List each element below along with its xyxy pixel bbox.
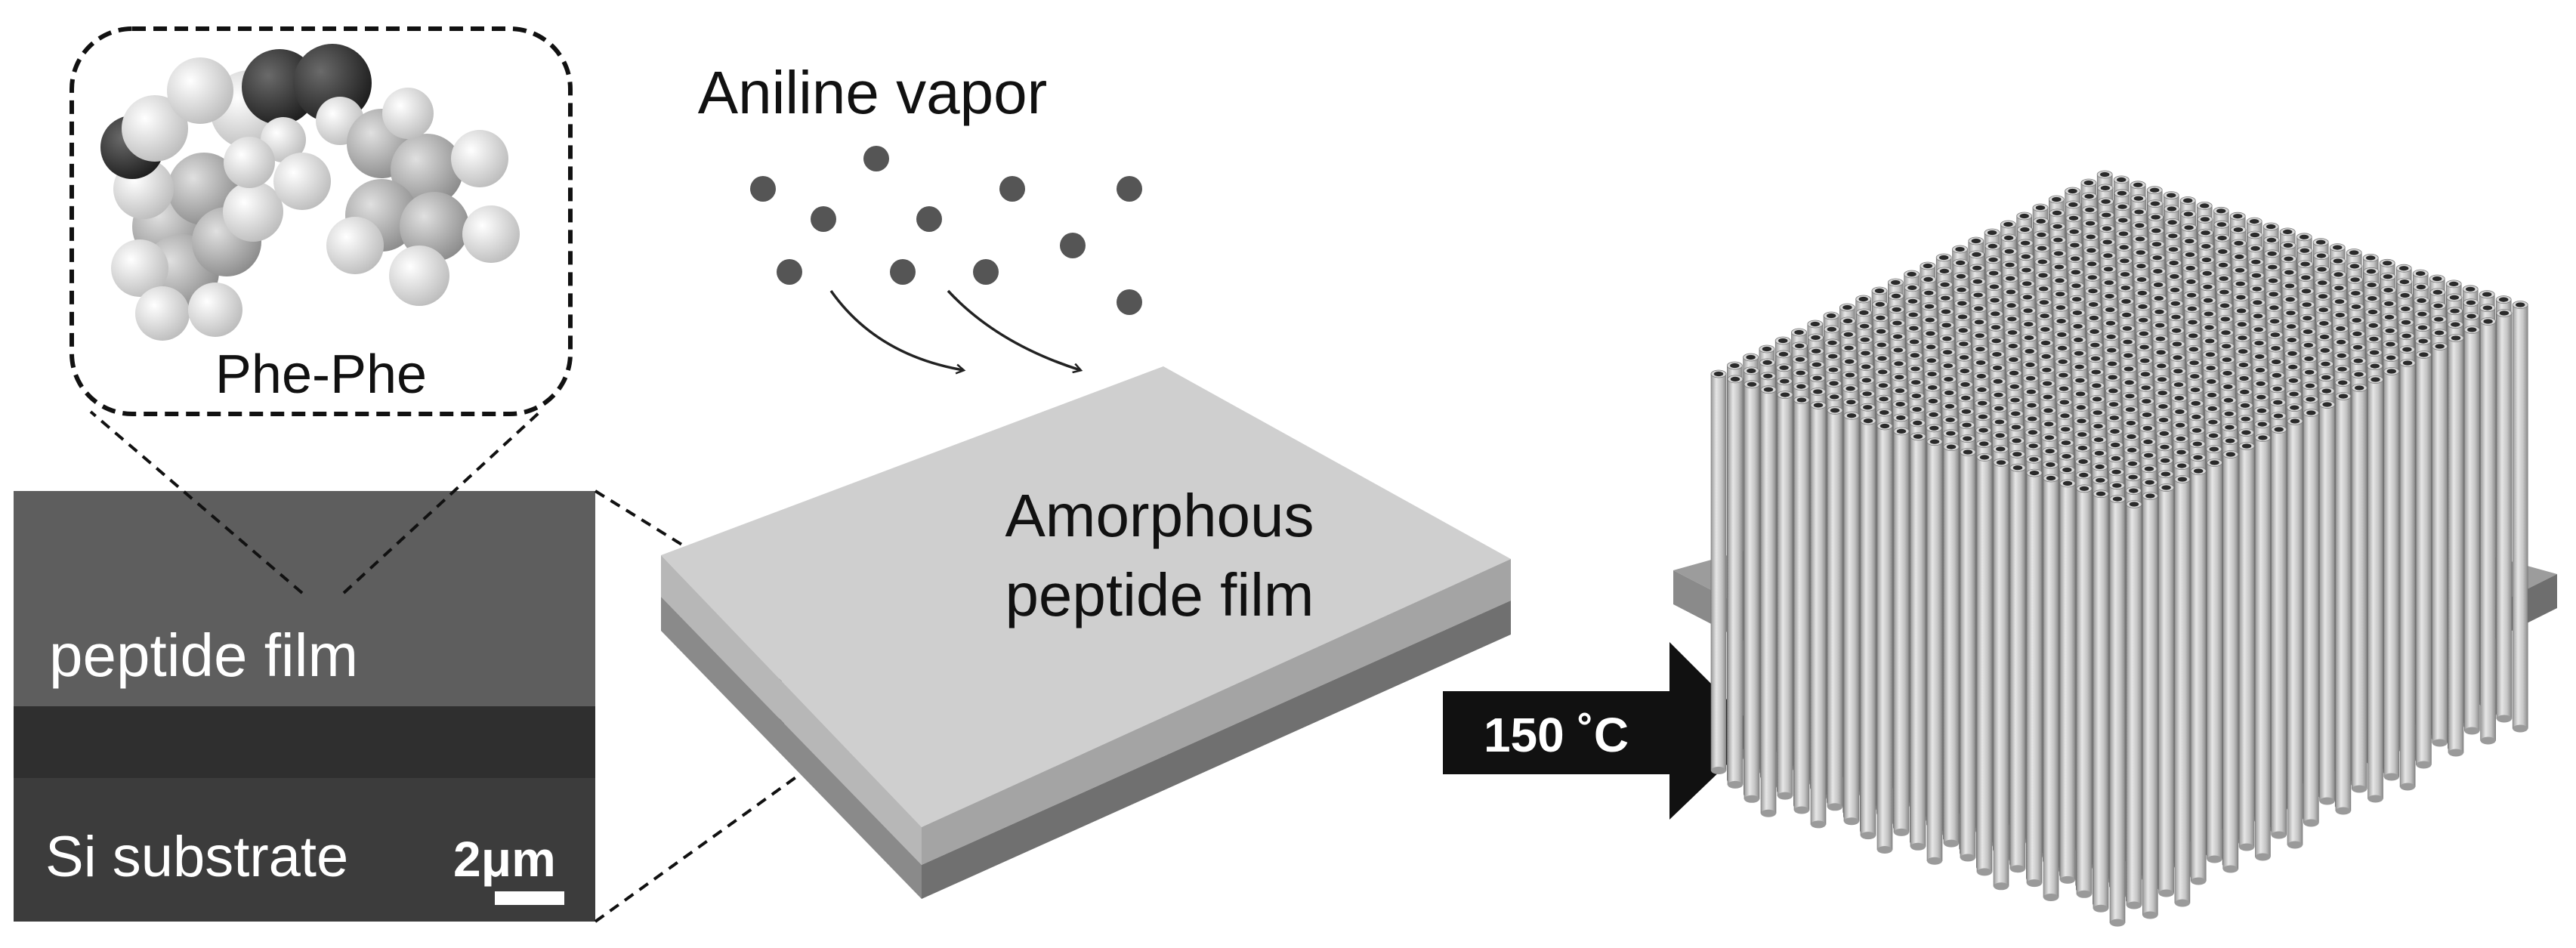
nanotube bbox=[1827, 406, 1843, 811]
nanotube bbox=[2207, 459, 2222, 863]
sem-interface bbox=[14, 706, 595, 778]
nanotube-array bbox=[1673, 170, 2557, 927]
nanotube bbox=[2335, 392, 2352, 815]
substrate-left-side bbox=[661, 597, 922, 899]
nanotube bbox=[2126, 500, 2142, 909]
film-right-side bbox=[922, 559, 1511, 865]
sem-film-label: peptide film bbox=[49, 622, 358, 689]
nanotube bbox=[2109, 495, 2126, 927]
nanotube bbox=[2463, 326, 2480, 735]
process-arrow-label: 150 ˚C bbox=[1484, 708, 1629, 762]
nanotube bbox=[2026, 468, 2043, 888]
nanotube bbox=[2009, 463, 2026, 873]
nanotube bbox=[1960, 448, 1976, 862]
nanotube bbox=[1893, 427, 1910, 836]
nanotube bbox=[2399, 359, 2416, 791]
nanotube bbox=[1810, 401, 1827, 829]
nanotube bbox=[2059, 479, 2076, 884]
nanotube bbox=[2222, 450, 2239, 873]
nanotube bbox=[1943, 443, 1960, 848]
nanotube bbox=[1710, 369, 1727, 774]
vapor-label: Aniline vapor bbox=[698, 59, 1048, 126]
nanotube bbox=[1777, 391, 1793, 800]
amorphous-film-slab: Amorphous peptide film bbox=[661, 366, 1511, 899]
nanotube bbox=[2432, 342, 2448, 747]
film-left-side bbox=[661, 555, 922, 865]
sem-image: peptide film Si substrate 2μm bbox=[14, 491, 595, 922]
nanotube bbox=[1727, 375, 1744, 789]
nanotube bbox=[2496, 309, 2513, 723]
nanotube bbox=[2448, 334, 2464, 757]
vapor-molecules bbox=[750, 146, 1142, 315]
zoom-callout-molecule bbox=[89, 410, 542, 594]
nanotube bbox=[1793, 396, 1810, 814]
nanotube bbox=[1910, 432, 1926, 851]
nanotube bbox=[2158, 483, 2175, 897]
nanotube bbox=[2043, 474, 2059, 901]
process-arrow-shape bbox=[1443, 642, 1760, 820]
nanotube bbox=[2093, 489, 2109, 912]
nanotube-rods bbox=[1710, 170, 2528, 927]
nanotube bbox=[2368, 375, 2383, 803]
sem-film-region bbox=[14, 491, 595, 706]
nanotube bbox=[2383, 367, 2400, 781]
nanotube bbox=[1843, 411, 1860, 826]
nanotube bbox=[2254, 434, 2271, 861]
scale-bar bbox=[495, 891, 564, 905]
process-arrow: 150 ˚C bbox=[1443, 642, 1760, 820]
molecule-callout: Phe-Phe bbox=[69, 26, 573, 416]
nanotube bbox=[2351, 384, 2368, 793]
nanotube bbox=[2142, 492, 2158, 919]
nanotube bbox=[2480, 317, 2497, 745]
nanotube bbox=[1760, 385, 1777, 817]
nanotube bbox=[2287, 417, 2303, 849]
nanotube bbox=[1993, 458, 2009, 891]
film-top-face bbox=[661, 366, 1511, 827]
film-label-line1: Amorphous bbox=[1005, 482, 1314, 549]
nanotube bbox=[1860, 416, 1876, 840]
nanotube bbox=[2174, 475, 2191, 907]
nanotube bbox=[2319, 400, 2336, 805]
nanotube bbox=[2512, 301, 2528, 733]
nanotube bbox=[2415, 350, 2432, 769]
nanotube bbox=[1926, 437, 1943, 865]
sem-substrate-label: Si substrate bbox=[45, 825, 348, 889]
nanotube bbox=[2238, 442, 2255, 851]
molecule-label: Phe-Phe bbox=[215, 344, 427, 405]
nanotube bbox=[1876, 422, 1893, 854]
scale-bar-label: 2μm bbox=[453, 831, 556, 887]
substrate-right-side bbox=[922, 601, 1511, 899]
nanotube bbox=[2190, 467, 2207, 885]
nanotube bbox=[2271, 425, 2287, 839]
nanotube bbox=[1976, 453, 1993, 876]
nanotube bbox=[2076, 484, 2093, 898]
vapor-curve-arrow-2 bbox=[947, 289, 1080, 370]
vapor-curve-arrow-1 bbox=[829, 289, 963, 370]
nanotube bbox=[1744, 380, 1760, 803]
aniline-vapor: Aniline vapor bbox=[698, 59, 1142, 370]
film-label-line2: peptide film bbox=[1005, 561, 1314, 628]
phe-phe-molecule-model bbox=[100, 44, 520, 341]
nanotube bbox=[2303, 409, 2319, 827]
